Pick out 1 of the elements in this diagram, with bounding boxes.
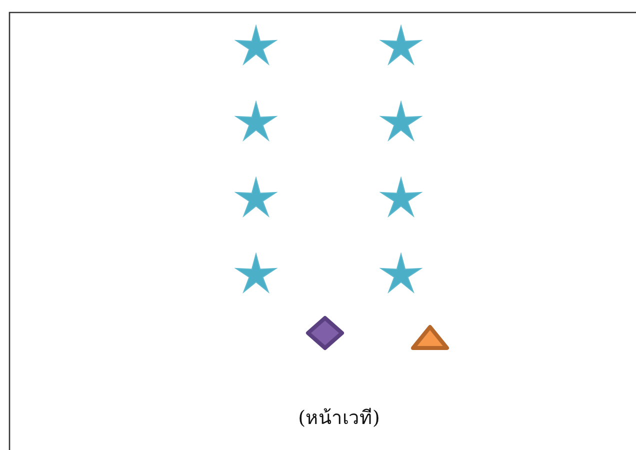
stage-label: (หน้าเวที) [298, 406, 380, 431]
